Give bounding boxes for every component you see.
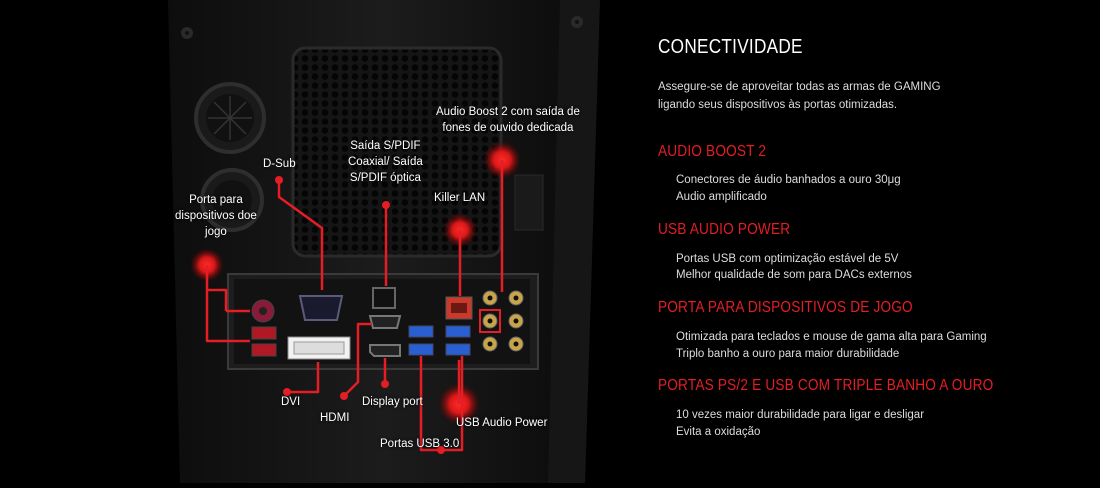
- label-killer-lan: Killer LAN: [434, 192, 486, 204]
- label-spdif-line: S/PDIF óptica: [349, 172, 421, 184]
- label-audio-boost-line: Audio Boost 2 com saída de: [436, 106, 580, 118]
- hdmi-port: [368, 315, 402, 329]
- label-spdif-line: Saída S/PDIF: [350, 140, 421, 152]
- section-line: Audio amplificado: [676, 191, 767, 203]
- page-title: CONECTIVIDADE: [658, 36, 803, 58]
- section-heading-usb-audio-power: USB AUDIO POWER: [658, 221, 791, 238]
- label-game-port-line: dispositivos doe: [175, 210, 257, 222]
- usb2-port: [251, 343, 277, 357]
- section-line: Portas USB com optimização estável de 5V: [676, 253, 899, 265]
- section-heading-game-port: PORTA PARA DISPOSITIVOS DE JOGO: [658, 299, 913, 316]
- displayport-port: [369, 344, 401, 357]
- label-audio-boost-line: fones de ouvido dedicada: [442, 122, 574, 134]
- label-dsub: D-Sub: [263, 158, 296, 170]
- section-line: Melhor qualidade de som para DACs extern…: [676, 269, 912, 281]
- usb3-port: [408, 325, 434, 338]
- label-game-port: Porta para dispositivos doe jogo: [175, 192, 257, 240]
- usb3-port: [408, 343, 434, 356]
- label-hdmi: HDMI: [320, 412, 350, 424]
- usb3-port: [445, 343, 471, 356]
- case-rear-drawing: [168, 0, 600, 483]
- grommet-top: [194, 82, 266, 154]
- section-line: 10 vezes maior durabilidade para ligar e…: [676, 409, 925, 421]
- section-heading-audio-boost: AUDIO BOOST 2: [658, 143, 767, 160]
- callout-line-hdmi: [343, 322, 372, 397]
- section-line: Evita a oxidação: [676, 426, 761, 438]
- section-line: Triplo banho a ouro para maior durabilid…: [676, 348, 900, 360]
- vga-port: [298, 295, 344, 321]
- label-game-port-line: jogo: [205, 226, 227, 238]
- label-display-port: Display port: [362, 396, 423, 408]
- usb3-port: [445, 325, 471, 338]
- case-rear-illustration: D-Sub Saída S/PDIF Coaxial/ Saída S/PDIF…: [168, 0, 600, 483]
- label-game-port-line: Porta para: [189, 194, 243, 206]
- section-heading-ps2-usb: PORTAS PS/2 E USB COM TRIPLE BANHO A OUR…: [658, 377, 994, 394]
- label-usb-audio-power: USB Audio Power: [456, 417, 548, 429]
- label-dvi: DVI: [281, 396, 301, 408]
- callout-line-dsub: [277, 180, 324, 290]
- label-spdif: Saída S/PDIF Coaxial/ Saída S/PDIF óptic…: [348, 138, 423, 186]
- section-line: Conectores de áudio banhados a ouro 30μg: [676, 174, 901, 186]
- callout-line-dvi: [287, 362, 320, 394]
- label-audio-boost: Audio Boost 2 com saída de fones de ouvi…: [436, 104, 580, 136]
- optical-port: [372, 287, 396, 309]
- callout-line-game: [205, 265, 250, 343]
- label-usb3: Portas USB 3.0: [380, 438, 460, 450]
- label-spdif-line: Coaxial/ Saída: [348, 156, 423, 168]
- grommet-bottom: [200, 168, 264, 232]
- section-line: Otimizada para teclados e mouse de gama …: [676, 331, 987, 343]
- usb2-port: [251, 326, 277, 340]
- intro-text: Assegure-se de aproveitar todas as armas…: [658, 81, 941, 111]
